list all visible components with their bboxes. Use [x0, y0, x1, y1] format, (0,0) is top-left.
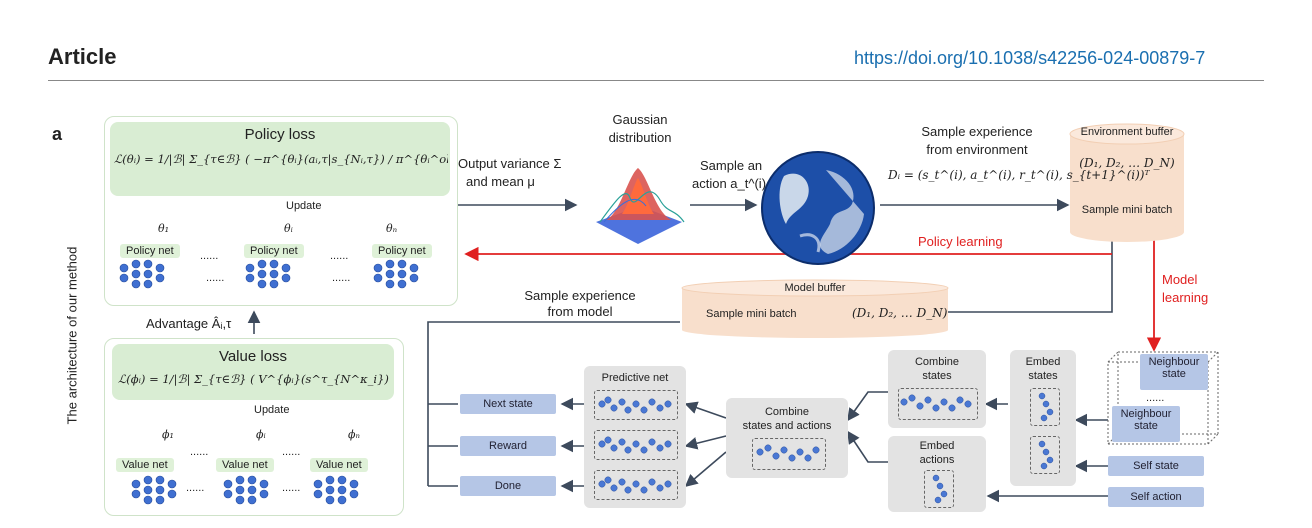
self-action-input: Self action [1108, 487, 1204, 507]
value-net-1: Value net [116, 458, 174, 472]
value-net-i: Value net [216, 458, 274, 472]
policy-loss-title: Policy loss [244, 126, 316, 143]
value-dots-1: ...... [190, 446, 209, 458]
sample-action-label: Sample an [700, 158, 763, 173]
model-buffer-sample: Sample mini batch [706, 308, 797, 320]
env-buffer-contents: (D₁, D₂, … D_N) [1079, 156, 1175, 170]
policy-learning-label: Policy learning [918, 234, 1003, 249]
and-mean-label: and mean μ [466, 174, 535, 189]
policy-dots-4: ...... [332, 272, 351, 284]
embed-states-label-1: Embed [1025, 356, 1061, 368]
env-buffer-title: Environment buffer [1080, 126, 1174, 138]
phi-n: ϕₙ [348, 428, 360, 441]
earth-image [761, 151, 875, 265]
env-buffer-cylinder [1069, 123, 1185, 242]
model-buffer-cylinder [681, 279, 949, 338]
value-loss-title: Value loss [218, 348, 288, 365]
di-formula: Dᵢ = (s_t^(i), a_t^(i), r_t^(i), s_{t+1}… [888, 168, 1150, 182]
sample-env-label-2: from environment [926, 142, 1028, 157]
combine-states-label-1: Combine [914, 356, 960, 368]
predictive-net-slot-1 [594, 390, 678, 420]
theta-i: θᵢ [284, 222, 293, 235]
doi-link[interactable]: https://doi.org/10.1038/s42256-024-00879… [854, 48, 1206, 68]
combine-sa-label-2: states and actions [742, 420, 832, 432]
embed-actions-label-1: Embed [919, 440, 955, 452]
value-dots-2: ...... [282, 446, 301, 458]
value-dots-3: ...... [186, 482, 205, 494]
combine-states-block [888, 350, 986, 428]
output-variance-label: Output variance Σ [458, 156, 562, 171]
next-state-output: Next state [460, 394, 556, 414]
self-state-input: Self state [1108, 456, 1204, 476]
embed-actions-label-2: actions [919, 454, 955, 466]
value-update-label: Update [254, 404, 290, 416]
article-label: Article [48, 44, 117, 69]
header-divider [48, 80, 1264, 81]
theta-n: θₙ [386, 222, 398, 235]
reward-output: Reward [460, 436, 556, 456]
done-output: Done [460, 476, 556, 496]
sample-model-label-2: from model [547, 304, 613, 319]
policy-update-label: Update [286, 200, 322, 212]
combine-sa-label-1: Combine [764, 406, 810, 418]
policy-net-i: Policy net [244, 244, 304, 258]
policy-net-n: Policy net [372, 244, 432, 258]
embed-actions-slot [924, 470, 954, 508]
phi-1: ϕ₁ [162, 428, 174, 441]
policy-dots-3: ...... [206, 272, 225, 284]
policy-loss-formula: ℒ(θᵢ) = 1/|ℬ| Σ_{τ∈ℬ} ( −π^{θᵢ}(aᵢ,τ|s_{… [114, 152, 448, 166]
neighbour-dots: ...... [1146, 392, 1165, 404]
predictive-net-slot-3 [594, 470, 678, 500]
panel-label: a [52, 124, 63, 144]
advantage-label: Advantage Âᵢ,τ [146, 316, 232, 331]
embed-states-slot-2 [1030, 436, 1060, 474]
gaussian-label-2: distribution [608, 130, 672, 145]
env-buffer-sample: Sample mini batch [1081, 204, 1173, 216]
combine-states-label-2: states [922, 370, 952, 382]
value-loss-header [112, 344, 394, 400]
model-buffer-title: Model buffer [784, 282, 846, 294]
model-learning-label-2: learning [1162, 290, 1209, 305]
sample-env-label-1: Sample experience [921, 124, 1033, 139]
model-buffer-contents: (D₁, D₂, … D_N) [852, 306, 948, 320]
policy-dots-2: ...... [330, 250, 349, 262]
policy-dots-1: ...... [200, 250, 219, 262]
action-label: action a_t^(i) [692, 176, 767, 191]
combine-states-slot [898, 388, 978, 420]
value-net-n: Value net [310, 458, 368, 472]
value-loss-formula: ℒ(ϕᵢ) = 1/|ℬ| Σ_{τ∈ℬ} ( V^{ϕᵢ}(s^τ_{N^κ_… [118, 372, 390, 386]
combine-sa-slot [752, 438, 826, 470]
policy-net-1: Policy net [120, 244, 180, 258]
theta-1: θ₁ [158, 222, 170, 235]
gaussian-label-1: Gaussian [612, 112, 668, 127]
embed-states-slot-1 [1030, 388, 1060, 426]
gaussian-plot [596, 168, 685, 244]
embed-states-label-2: states [1028, 370, 1058, 382]
phi-i: ϕᵢ [256, 428, 266, 441]
predictive-net-slot-2 [594, 430, 678, 460]
model-learning-label-1: Model [1162, 272, 1198, 287]
predictive-net-label: Predictive net [601, 372, 669, 384]
policy-loss-header [110, 122, 450, 196]
value-dots-4: ...... [282, 482, 301, 494]
sample-model-label-1: Sample experience [524, 288, 636, 303]
